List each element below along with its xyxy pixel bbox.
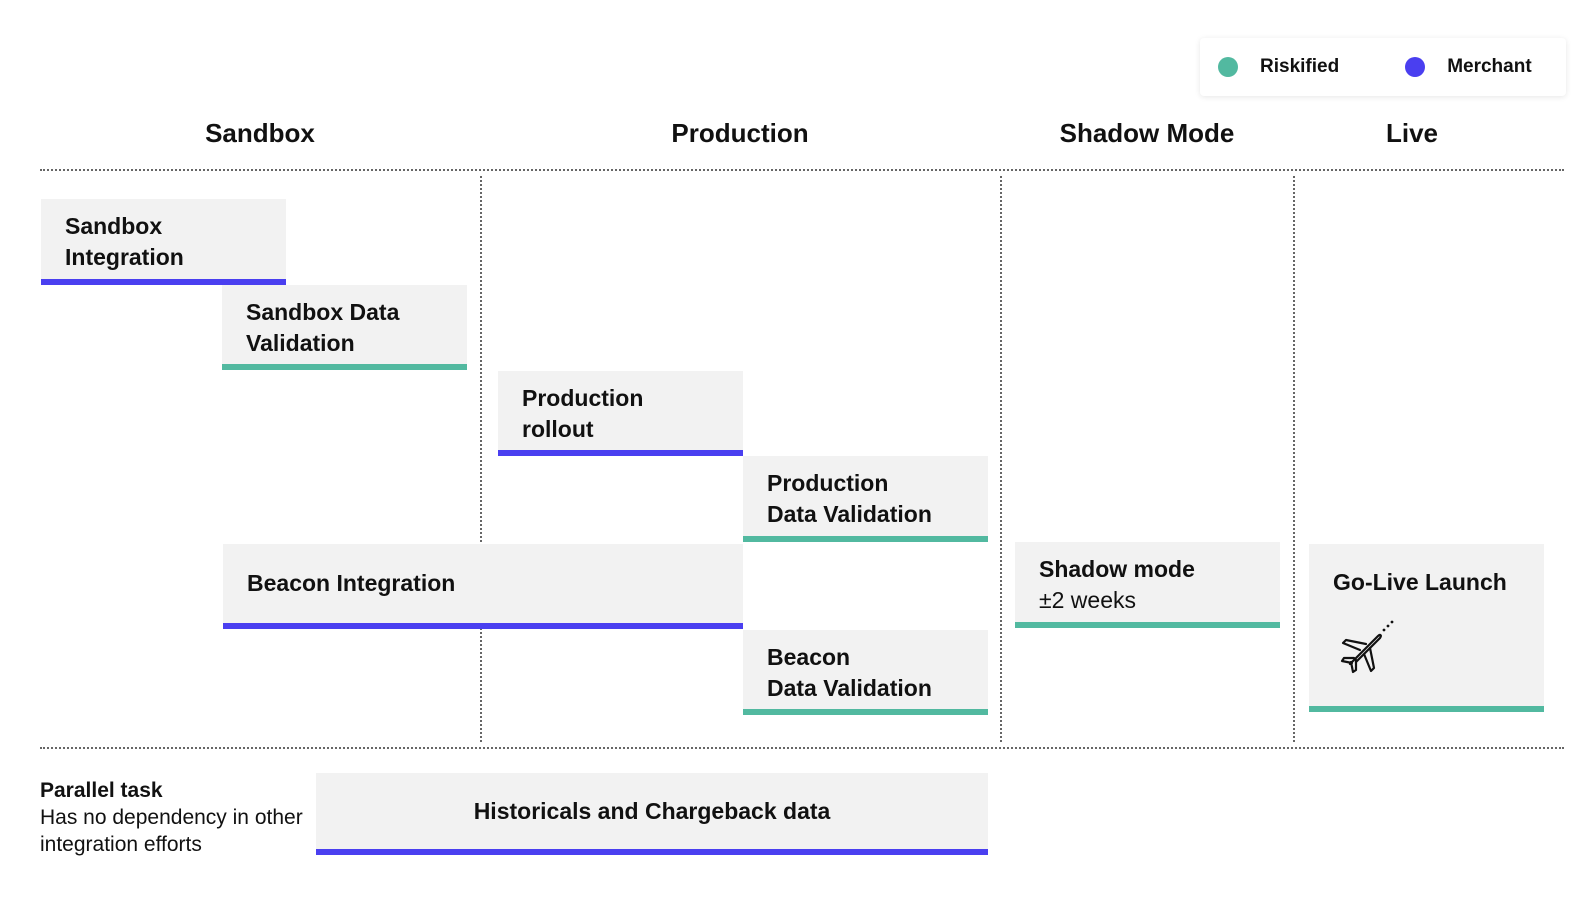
task-production-rollout: Production rollout: [498, 371, 743, 456]
task-label: Historicals and Chargeback data: [473, 797, 831, 824]
task-label: Beacon Data Validation: [767, 644, 932, 701]
task-sandbox-integration: Sandbox Integration: [41, 199, 286, 285]
task-historicals-chargeback: Historicals and Chargeback data: [316, 773, 988, 855]
task-beacon-data-validation: Beacon Data Validation: [743, 630, 988, 715]
task-sandbox-data-validation: Sandbox Data Validation: [222, 285, 467, 370]
task-duration: ±2 weeks: [1039, 587, 1136, 613]
task-label: Production Data Validation: [767, 470, 932, 527]
phase-header-shadow-mode: Shadow Mode: [1059, 118, 1235, 148]
legend: Riskified Merchant: [1200, 38, 1566, 96]
parallel-task-description: Has no dependency in other integration e…: [40, 806, 303, 856]
legend-label-riskified: Riskified: [1260, 56, 1340, 77]
riskified-dot-icon: [1218, 57, 1238, 77]
task-go-live-launch: Go-Live Launch: [1309, 544, 1544, 712]
phase-header-sandbox: Sandbox: [205, 118, 315, 148]
phase-header-live: Live: [1385, 118, 1439, 148]
parallel-task-title: Parallel task: [40, 779, 163, 802]
task-label: Production rollout: [522, 385, 644, 442]
top-divider: [40, 169, 1564, 171]
task-label: Shadow mode: [1039, 556, 1195, 582]
divider-shadow-live: [1293, 176, 1295, 742]
phase-header-production: Production: [671, 118, 809, 148]
task-label: Sandbox Integration: [65, 213, 184, 270]
airplane-icon: [1340, 620, 1394, 674]
task-label: Sandbox Data Validation: [246, 299, 400, 356]
divider-production-shadow: [1000, 176, 1002, 742]
parallel-task-note: Parallel task Has no dependency in other…: [40, 777, 310, 858]
bottom-divider: [40, 747, 1564, 749]
legend-label-merchant: Merchant: [1447, 56, 1532, 77]
task-label: Beacon Integration: [247, 570, 456, 596]
task-shadow-mode: Shadow mode ±2 weeks: [1015, 542, 1280, 628]
divider-sandbox-production: [480, 176, 482, 742]
legend-item-riskified: Riskified: [1218, 56, 1339, 78]
merchant-dot-icon: [1405, 57, 1426, 77]
task-beacon-integration: Beacon Integration: [223, 544, 743, 629]
legend-item-merchant: Merchant: [1405, 56, 1532, 78]
task-label: Go-Live Launch: [1333, 569, 1507, 595]
task-production-data-validation: Production Data Validation: [743, 456, 988, 542]
